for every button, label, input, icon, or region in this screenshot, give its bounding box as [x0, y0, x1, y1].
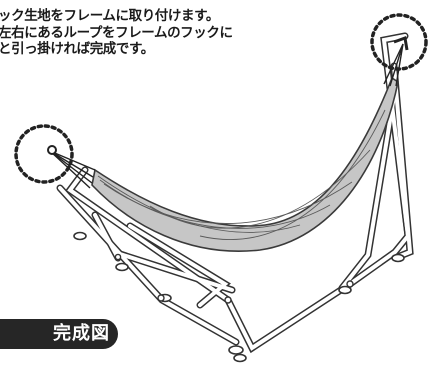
instruction-text: ック生地をフレームに取り付けます。 左右にあるループをフレームのフックに と引っ… — [0, 8, 328, 58]
hammock-fabric-folds — [97, 109, 386, 240]
hook-highlight-circle-left — [14, 124, 74, 184]
hook-highlight-circle-right — [370, 13, 428, 71]
hammock-strings-right — [383, 43, 404, 87]
hammock-fabric — [91, 76, 399, 252]
hook-loop-right — [393, 35, 409, 51]
frame-joints — [114, 253, 354, 304]
completion-badge: 完成図 — [0, 319, 118, 349]
completion-badge-label: 完成図 — [53, 323, 110, 344]
instruction-line-3: と引っ掛ければ完成です。 — [0, 41, 154, 57]
instruction-line-2: 左右にあるループをフレームのフックに — [0, 24, 233, 41]
instruction-line-1: ック生地をフレームに取り付けます。 — [0, 8, 219, 24]
hook-loop-left — [47, 145, 57, 155]
